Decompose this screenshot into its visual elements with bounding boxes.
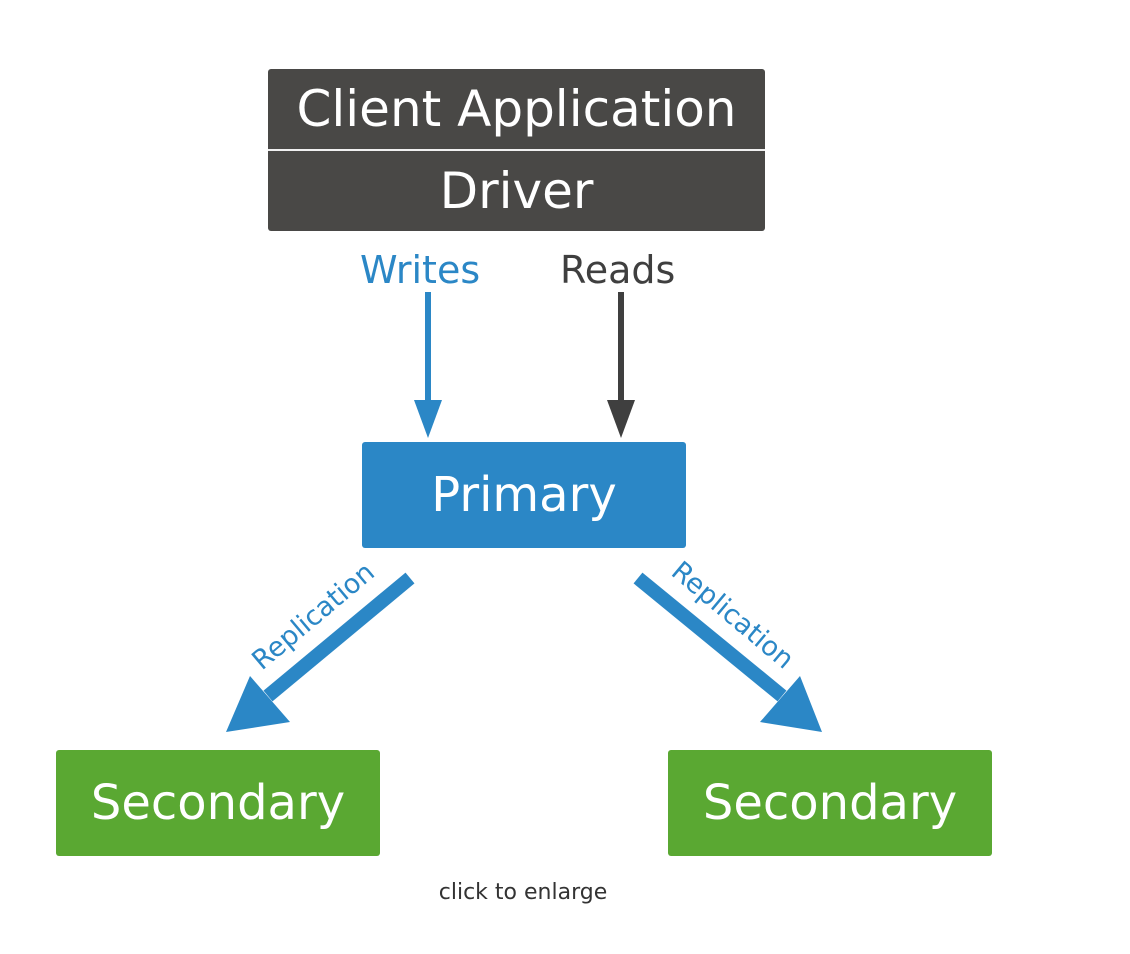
driver-label: Driver (439, 162, 594, 220)
replication-right-arrowhead (760, 676, 822, 732)
client-application-label: Client Application (296, 80, 737, 138)
driver-box: Driver (268, 151, 765, 231)
primary-box: Primary (362, 442, 686, 548)
reads-arrowhead (607, 400, 635, 438)
secondary-left-label: Secondary (90, 775, 346, 831)
replication-left-arrowhead (226, 676, 290, 732)
secondary-right-box: Secondary (668, 750, 992, 856)
enlarge-caption[interactable]: click to enlarge (438, 880, 608, 905)
writes-arrowhead (414, 400, 442, 438)
client-driver-divider (268, 149, 765, 151)
secondary-left-box: Secondary (56, 750, 380, 856)
reads-label: Reads (560, 248, 676, 292)
primary-label: Primary (431, 467, 617, 523)
writes-label: Writes (360, 248, 481, 292)
secondary-right-label: Secondary (702, 775, 958, 831)
client-application-box: Client Application (268, 69, 765, 149)
replication-left-arrow (263, 572, 415, 702)
replication-right-arrow (633, 572, 787, 702)
